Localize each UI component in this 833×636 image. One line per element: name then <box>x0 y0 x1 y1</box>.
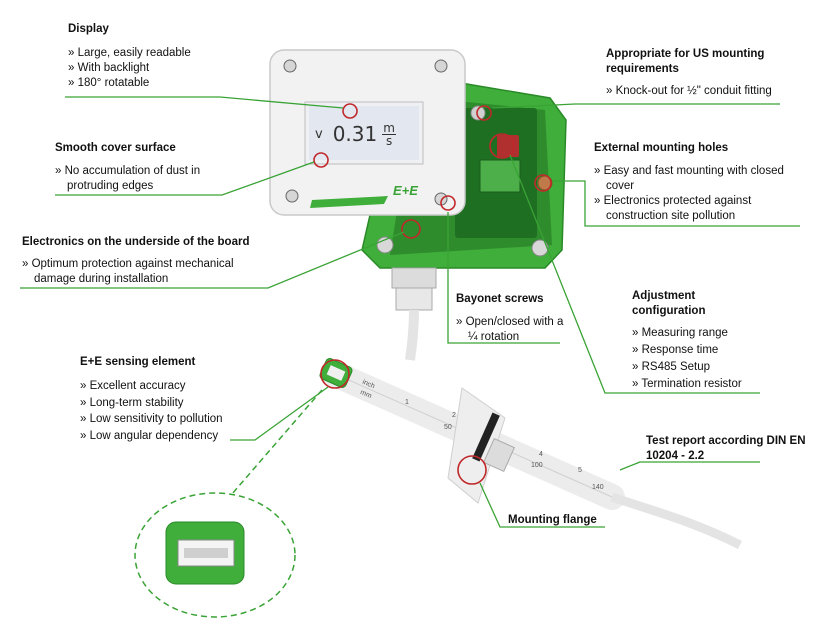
callout-flange: Mounting flange <box>508 513 628 528</box>
callout-smooth-cover-title: Smooth cover surface <box>55 142 176 154</box>
list-item: Optimum protection against mechanical da… <box>22 257 272 287</box>
list-item: Low angular dependency <box>80 428 255 445</box>
callout-external-holes-list: Easy and fast mounting with closed cover… <box>594 164 794 224</box>
sensing-element-zoom <box>134 389 323 618</box>
callout-display: Display Large, easily readable With back… <box>68 22 238 91</box>
callout-adjustment: Adjustment configuration Measuring range… <box>632 289 782 393</box>
list-item: 180° rotatable <box>68 76 238 91</box>
list-item: Easy and fast mounting with closed cover <box>594 164 794 194</box>
callout-us-mounting-title: Appropriate for US mounting requirements <box>606 48 765 75</box>
cable-gland <box>391 267 437 361</box>
scale-tick-inch-4: 4 <box>539 451 543 458</box>
callout-adjustment-title: Adjustment configuration <box>632 290 706 317</box>
callout-bayonet-title: Bayonet screws <box>456 293 544 305</box>
scale-tick-inch-5: 5 <box>578 467 582 474</box>
reading-unit-top: m <box>382 120 396 135</box>
list-item: Termination resistor <box>632 376 782 393</box>
callout-electronics: Electronics on the underside of the boar… <box>22 235 272 287</box>
callout-test-report-title: Test report according DIN EN 10204 - 2.2 <box>646 435 806 462</box>
callout-sensing: E+E sensing element Excellent accuracy L… <box>80 355 255 444</box>
list-item: RS485 Setup <box>632 359 782 376</box>
callout-external-holes: External mounting holes Easy and fast mo… <box>594 141 794 224</box>
callout-smooth-cover-list: No accumulation of dust in protruding ed… <box>55 164 225 194</box>
callout-test-report: Test report according DIN EN 10204 - 2.2 <box>646 434 826 464</box>
callout-electronics-list: Optimum protection against mechanical da… <box>22 257 272 287</box>
callout-rings <box>313 103 552 485</box>
list-item: No accumulation of dust in protruding ed… <box>55 164 225 194</box>
callout-bayonet: Bayonet screws Open/closed with a ¼ rota… <box>456 292 571 345</box>
list-item: With backlight <box>68 61 238 76</box>
callout-display-title: Display <box>68 23 109 35</box>
list-item: Measuring range <box>632 325 782 342</box>
scale-tick-mm-100: 100 <box>531 462 543 469</box>
list-item: Open/closed with a ¼ rotation <box>456 315 571 345</box>
callout-smooth-cover: Smooth cover surface No accumulation of … <box>55 141 225 194</box>
reading-value: 0.31 <box>332 122 378 146</box>
reading-symbol: v <box>315 126 323 142</box>
scale-tick-mm-50: 50 <box>444 424 452 431</box>
list-item: Large, easily readable <box>68 46 238 61</box>
callout-electronics-title: Electronics on the underside of the boar… <box>22 236 250 248</box>
callout-us-mounting-list: Knock-out for ½" conduit fitting <box>606 84 796 99</box>
list-item: Long-term stability <box>80 395 255 412</box>
display-reading: v 0.31 m s <box>315 116 415 152</box>
callout-flange-title: Mounting flange <box>508 514 597 526</box>
brand-logo: E+E <box>393 183 418 198</box>
scale-tick-inch-1: 1 <box>405 399 409 406</box>
callout-sensing-title: E+E sensing element <box>80 356 196 368</box>
scale-tick-inch-2: 2 <box>452 412 456 419</box>
callout-sensing-list: Excellent accuracy Long-term stability L… <box>80 378 255 444</box>
sensor-probe <box>319 358 743 550</box>
callout-adjustment-list: Measuring range Response time RS485 Setu… <box>632 325 782 393</box>
callout-display-list: Large, easily readable With backlight 18… <box>68 46 238 91</box>
list-item: Electronics protected against constructi… <box>594 194 794 224</box>
reading-unit: m s <box>382 122 396 147</box>
list-item: Low sensitivity to pollution <box>80 411 255 428</box>
list-item: Response time <box>632 342 782 359</box>
display-cover <box>269 49 466 216</box>
scale-tick-mm-140: 140 <box>592 484 604 491</box>
list-item: Excellent accuracy <box>80 378 255 395</box>
reading-unit-bottom: s <box>385 133 393 148</box>
callout-bayonet-list: Open/closed with a ¼ rotation <box>456 315 571 345</box>
callout-us-mounting: Appropriate for US mounting requirements… <box>606 47 796 99</box>
callout-external-holes-title: External mounting holes <box>594 142 729 154</box>
list-item: Knock-out for ½" conduit fitting <box>606 84 796 99</box>
